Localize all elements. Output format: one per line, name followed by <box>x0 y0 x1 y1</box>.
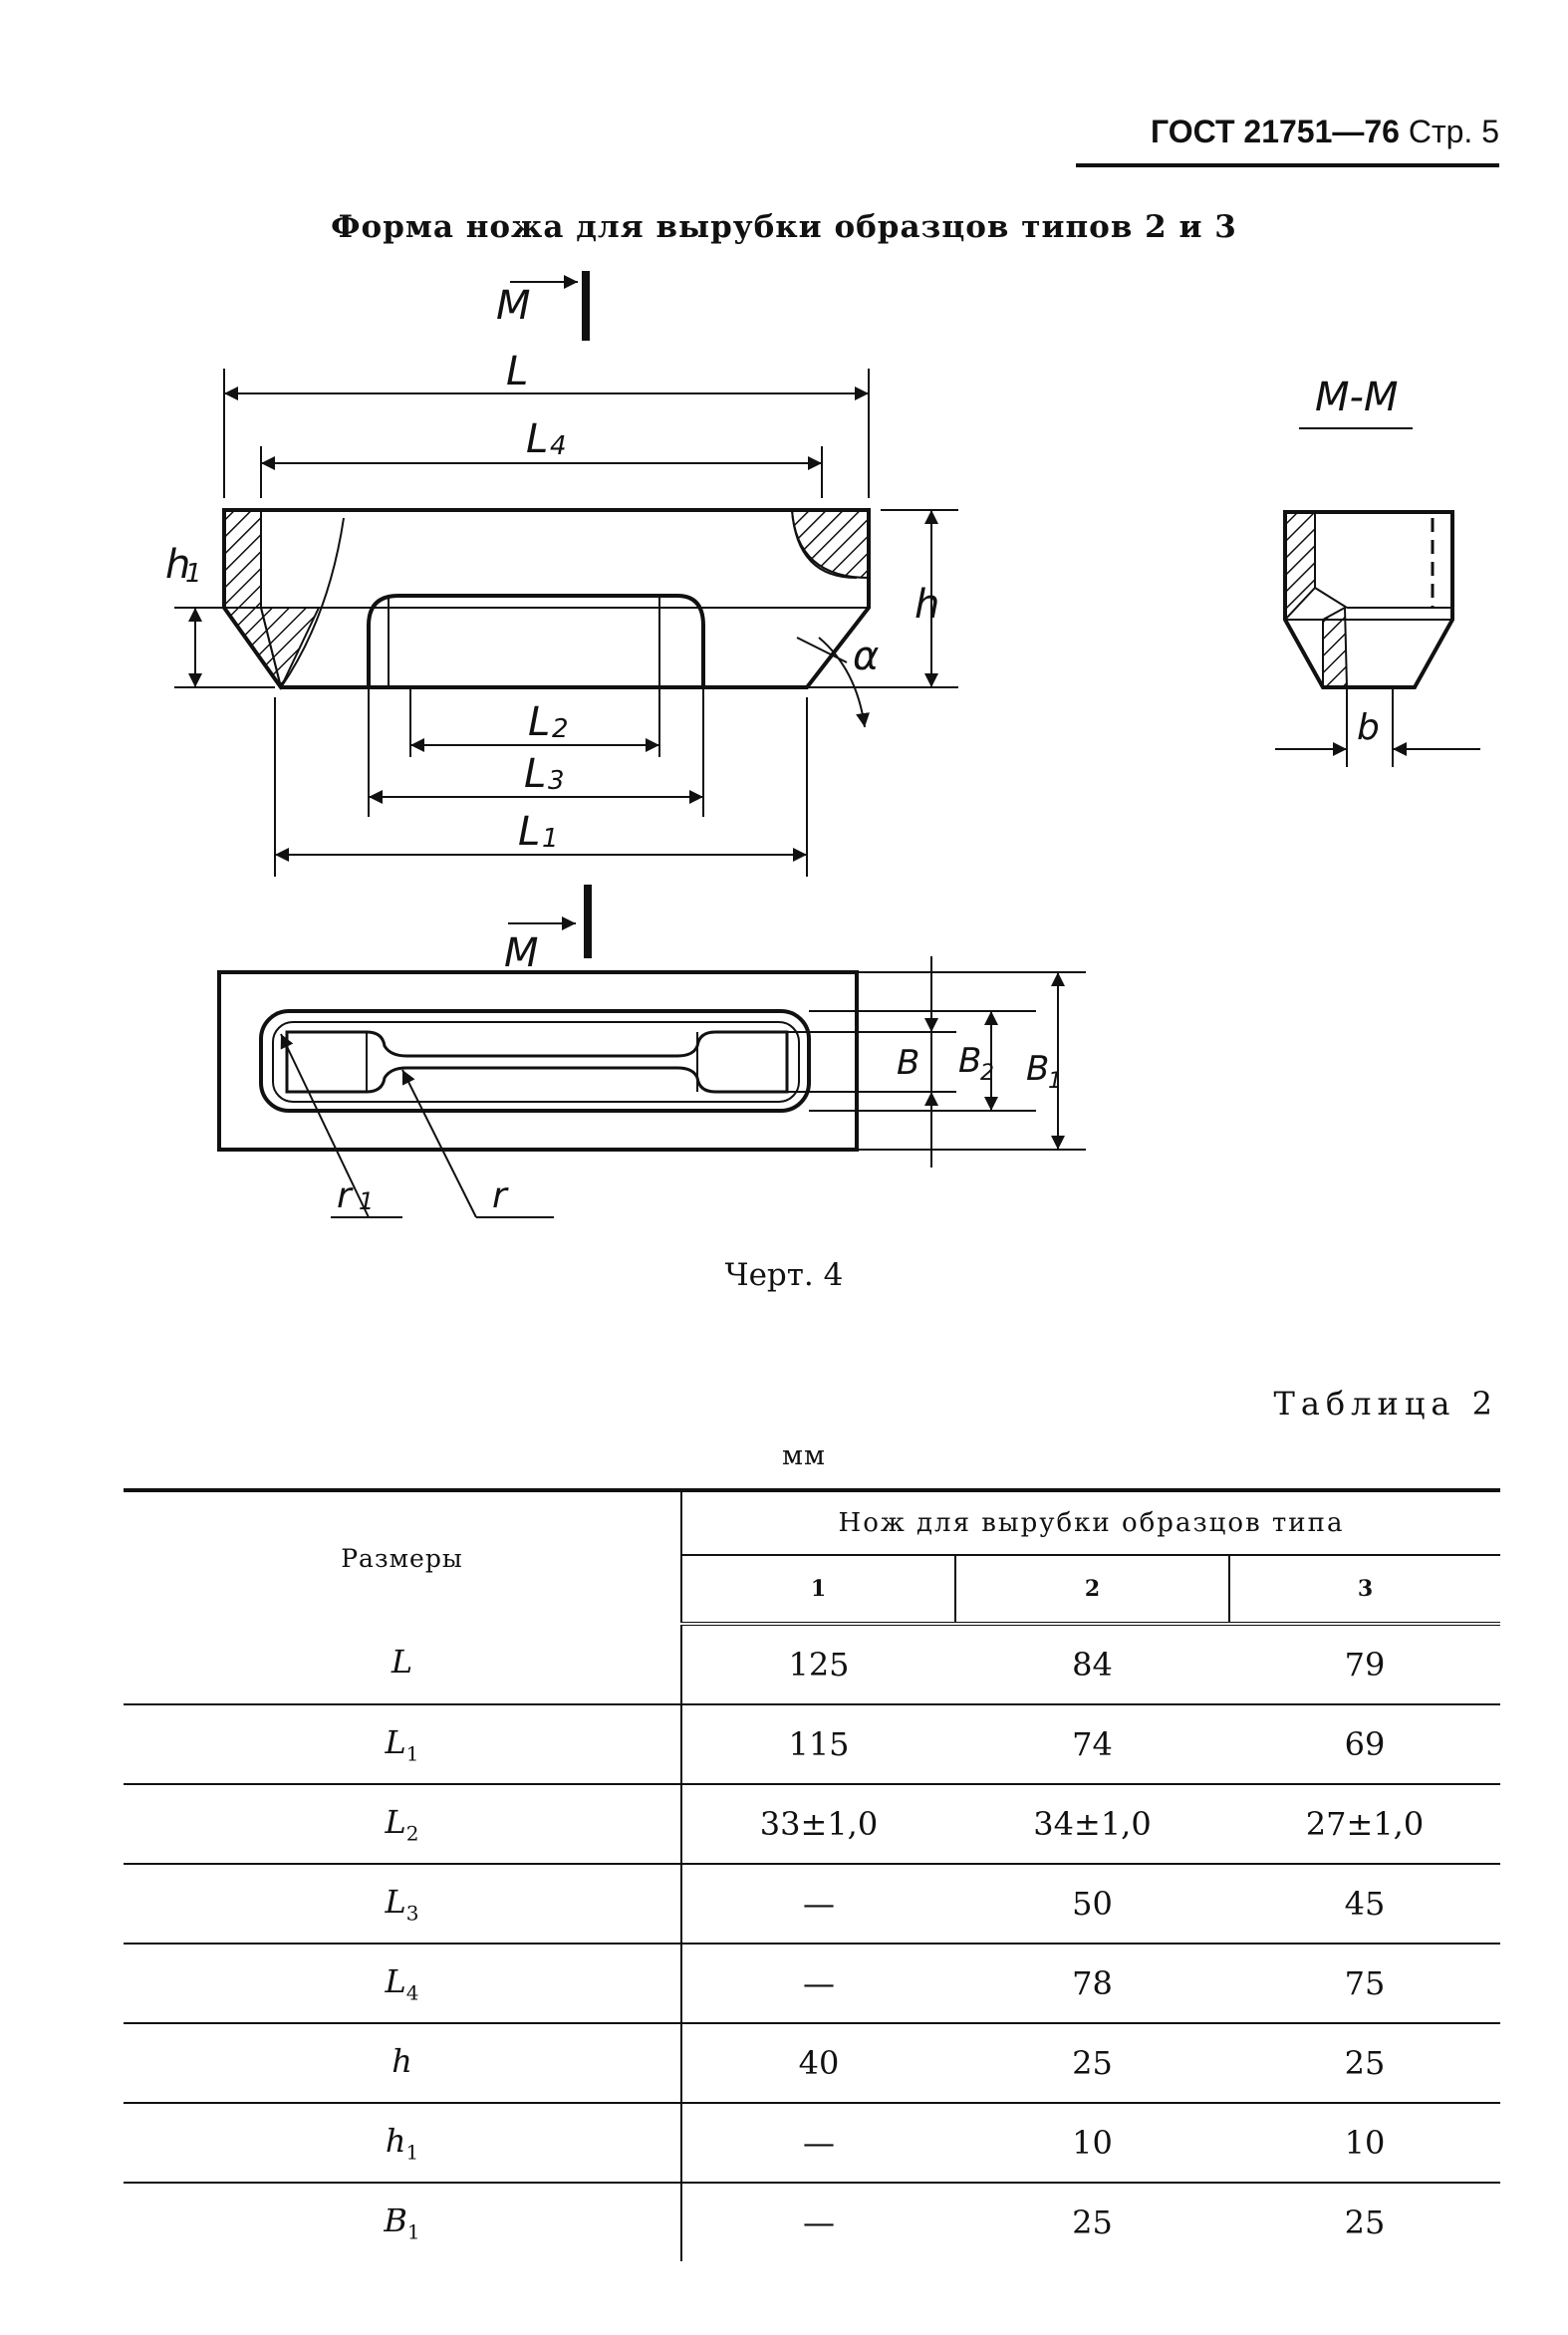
table-cell: — <box>803 2204 835 2241</box>
table-cell: 40 <box>681 2023 955 2104</box>
page-header: ГОСТ 21751—76 Стр. 5 <box>1076 108 1499 167</box>
page-number: Стр. 5 <box>1408 114 1499 149</box>
section-mark-top: M <box>496 283 531 329</box>
label-L1: L <box>518 809 540 855</box>
table-cell: 33±1,0 <box>681 1784 955 1865</box>
section-view <box>1275 427 1480 767</box>
dimension-symbol: L <box>391 1642 413 1681</box>
label-L: L <box>506 349 528 394</box>
section-view-label: M-M <box>1315 375 1398 420</box>
table-cell: 50 <box>955 1864 1229 1945</box>
dimension-subscript: 1 <box>405 2140 419 2165</box>
label-h1-sub: 1 <box>185 559 202 589</box>
table-cell: 125 <box>681 1624 955 1705</box>
table-row: L 125 84 79 <box>124 1624 1500 1705</box>
dimension-subscript: 3 <box>405 1901 419 1926</box>
table-row: h1 — 10 10 <box>124 2103 1500 2184</box>
dimension-subscript: 1 <box>406 2219 420 2244</box>
table-unit: мм <box>782 1440 827 1471</box>
table-row: h 40 25 25 <box>124 2023 1500 2104</box>
table-cell: 25 <box>1072 2204 1113 2241</box>
label-B2: B <box>958 1041 981 1081</box>
dimension-symbol: B <box>384 2201 407 2239</box>
figure-title: Форма ножа для вырубки образцов типов 2 … <box>331 209 1237 245</box>
table-cell: 84 <box>955 1624 1229 1705</box>
label-L3: L <box>524 751 546 797</box>
label-L2: L <box>528 699 550 745</box>
label-alpha: α <box>853 634 879 679</box>
dimensions-table: Размеры Нож для вырубки образцов типа 1 … <box>124 1488 1500 2261</box>
table-cell: 10 <box>1229 2103 1500 2184</box>
table-cell: 25 <box>955 2023 1229 2104</box>
table-cell: 25 <box>1229 2023 1500 2104</box>
label-B1-sub: 1 <box>1048 1069 1062 1094</box>
label-L1-sub: 1 <box>542 824 559 854</box>
table-cell: 74 <box>955 1704 1229 1785</box>
table-cell: — <box>681 2103 955 2184</box>
label-L4: L <box>526 416 548 462</box>
label-r1-sub: 1 <box>359 1187 374 1215</box>
table-cell: 69 <box>1229 1704 1500 1785</box>
figure-caption: Черт. 4 <box>724 1257 844 1293</box>
table-label: Таблица 2 <box>1273 1385 1498 1423</box>
label-b: b <box>1357 707 1380 748</box>
label-L2-sub: 2 <box>552 714 569 744</box>
table-row: L2 33±1,0 34±1,0 27±1,0 <box>124 1784 1500 1865</box>
dimension-symbol: L <box>385 1802 406 1841</box>
dimension-symbol: L <box>385 1961 406 2000</box>
label-r: r <box>492 1175 509 1216</box>
section-mark-bottom: M <box>504 930 539 976</box>
plan-view <box>217 956 1086 1218</box>
label-h1: h <box>165 542 190 588</box>
label-L4-sub: 4 <box>550 431 567 461</box>
table-row: L1 115 74 69 <box>124 1704 1500 1785</box>
table-cell: 45 <box>1229 1864 1500 1945</box>
table-cell: 10 <box>955 2103 1229 2184</box>
dimension-symbol: L <box>385 1882 406 1921</box>
knife-drawing: M M M-M L L 4 L 2 L 3 L 1 h h 1 α b B B … <box>165 271 1480 1218</box>
label-B1: B <box>1026 1049 1049 1089</box>
label-r1: r <box>337 1175 354 1216</box>
dimension-symbol: h <box>385 2121 406 2160</box>
type-header: 3 <box>1229 1555 1500 1626</box>
table-row: B1 — 25 25 <box>124 2183 1500 2261</box>
label-B2-sub: 2 <box>980 1061 994 1086</box>
table-cell: 75 <box>1229 1944 1500 2024</box>
dimension-symbol: h <box>392 2041 412 2080</box>
side-view <box>174 275 958 930</box>
group-header: Нож для вырубки образцов типа <box>681 1490 1500 1556</box>
dimension-symbol: L <box>385 1722 406 1761</box>
table-cell: — <box>681 1864 955 1945</box>
table-cell: 78 <box>955 1944 1229 2024</box>
table-row: L4 — 78 75 <box>124 1944 1500 2024</box>
dimension-subscript: 2 <box>405 1821 419 1846</box>
dimension-header: Размеры <box>124 1490 682 1624</box>
standard-code: ГОСТ 21751—76 <box>1151 114 1400 149</box>
table-cell: 115 <box>681 1704 955 1785</box>
dimension-subscript: 4 <box>405 1980 419 2005</box>
table-cell: 34±1,0 <box>955 1784 1229 1865</box>
table-cell: 25 <box>1344 2204 1386 2241</box>
label-L3-sub: 3 <box>548 766 565 796</box>
label-h: h <box>915 582 939 628</box>
type-header: 2 <box>955 1555 1230 1626</box>
type-header: 1 <box>681 1555 956 1626</box>
dimension-subscript: 1 <box>405 1741 419 1766</box>
label-B: B <box>897 1043 919 1083</box>
table-cell: 79 <box>1229 1624 1500 1705</box>
table-cell: 27±1,0 <box>1229 1784 1500 1865</box>
table-cell: — <box>681 1944 955 2024</box>
table-row: L3 — 50 45 <box>124 1864 1500 1945</box>
